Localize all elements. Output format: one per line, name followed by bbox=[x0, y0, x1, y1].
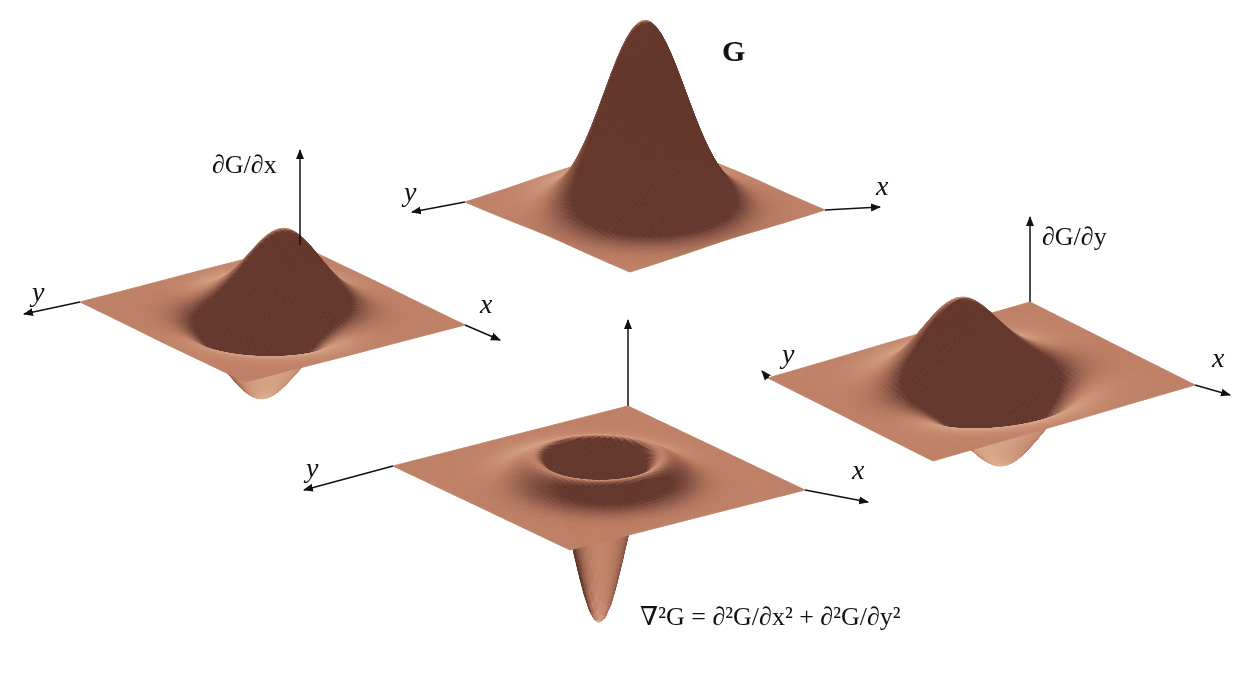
axis-label: x bbox=[480, 290, 492, 318]
axis-label: x bbox=[852, 456, 864, 484]
axis-label: x bbox=[876, 172, 888, 200]
axis-label: y bbox=[782, 340, 794, 368]
function-label: G bbox=[722, 36, 745, 66]
axis-label: x bbox=[1212, 344, 1224, 372]
axis-label: y bbox=[404, 178, 416, 206]
function-label: ∂G/∂y bbox=[1042, 224, 1107, 250]
axis-label: y bbox=[306, 454, 318, 482]
function-label: ∂G/∂x bbox=[212, 152, 277, 178]
equation: ∇²G = ∂²G/∂x² + ∂²G/∂y² bbox=[640, 604, 901, 630]
axis-label: y bbox=[32, 278, 44, 306]
